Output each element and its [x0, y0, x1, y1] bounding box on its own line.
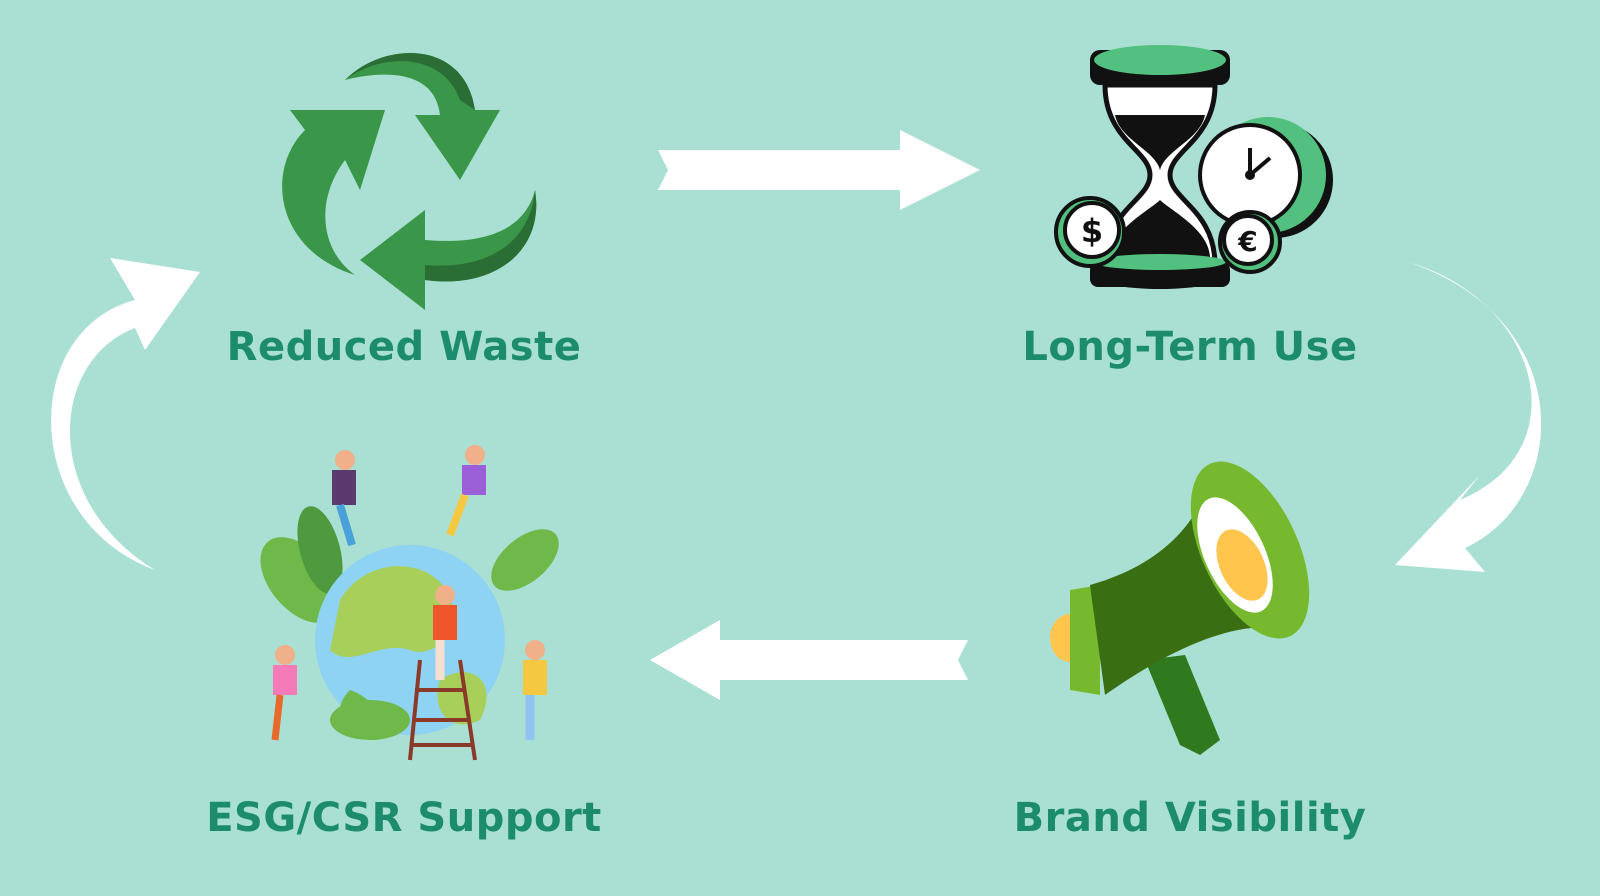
svg-text:$: $ [1081, 212, 1103, 250]
arrow-left-icon [650, 620, 968, 700]
hourglass-clock-coins-icon: $ € [1054, 45, 1333, 289]
people-caring-for-earth-icon [260, 445, 559, 761]
step-label-esg-csr-support: ESG/CSR Support [206, 795, 602, 841]
step-label-brand-visibility: Brand Visibility [1013, 795, 1367, 841]
step-label-reduced-waste: Reduced Waste [226, 324, 582, 370]
svg-text:€: € [1237, 225, 1257, 258]
curved-arrow-down-icon [1395, 262, 1542, 572]
recycle-icon [282, 52, 537, 310]
megaphone-icon [1050, 461, 1310, 755]
step-label-long-term-use: Long-Term Use [1022, 324, 1358, 370]
curved-arrow-up-icon [51, 258, 200, 570]
person-figure [271, 445, 547, 741]
arrow-right-icon [658, 130, 980, 210]
